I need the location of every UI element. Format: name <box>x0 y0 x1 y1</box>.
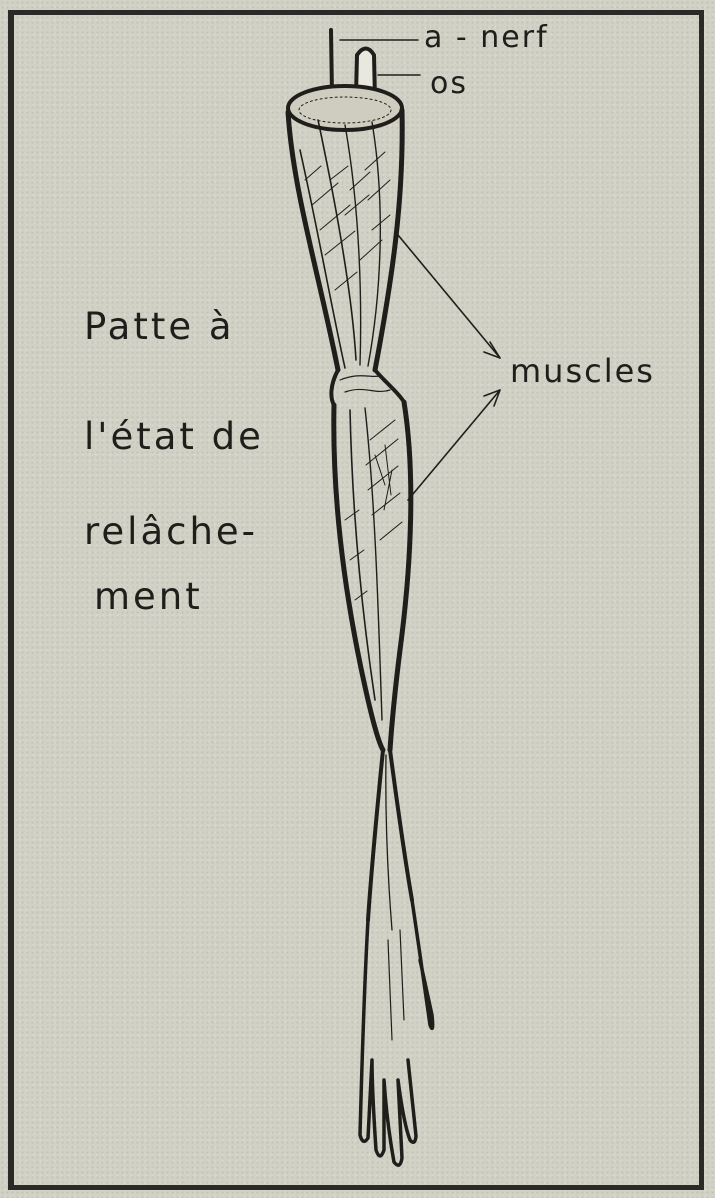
thigh-outline <box>288 110 402 370</box>
foot-toes <box>360 900 433 1165</box>
shank-outline <box>334 402 411 750</box>
muscles-pointer-lower <box>408 390 500 500</box>
caption-line-2: l'état de <box>84 415 264 458</box>
muscles-pointer-upper <box>398 235 500 358</box>
nerve-label: a - nerf <box>424 20 549 55</box>
bone-label: os <box>430 66 468 101</box>
knee <box>331 370 404 405</box>
caption-line-4: ment <box>94 575 203 618</box>
muscles-label: muscles <box>510 352 655 390</box>
caption-line-3: relâche- <box>84 510 258 553</box>
caption-line-1: Patte à <box>84 305 235 348</box>
